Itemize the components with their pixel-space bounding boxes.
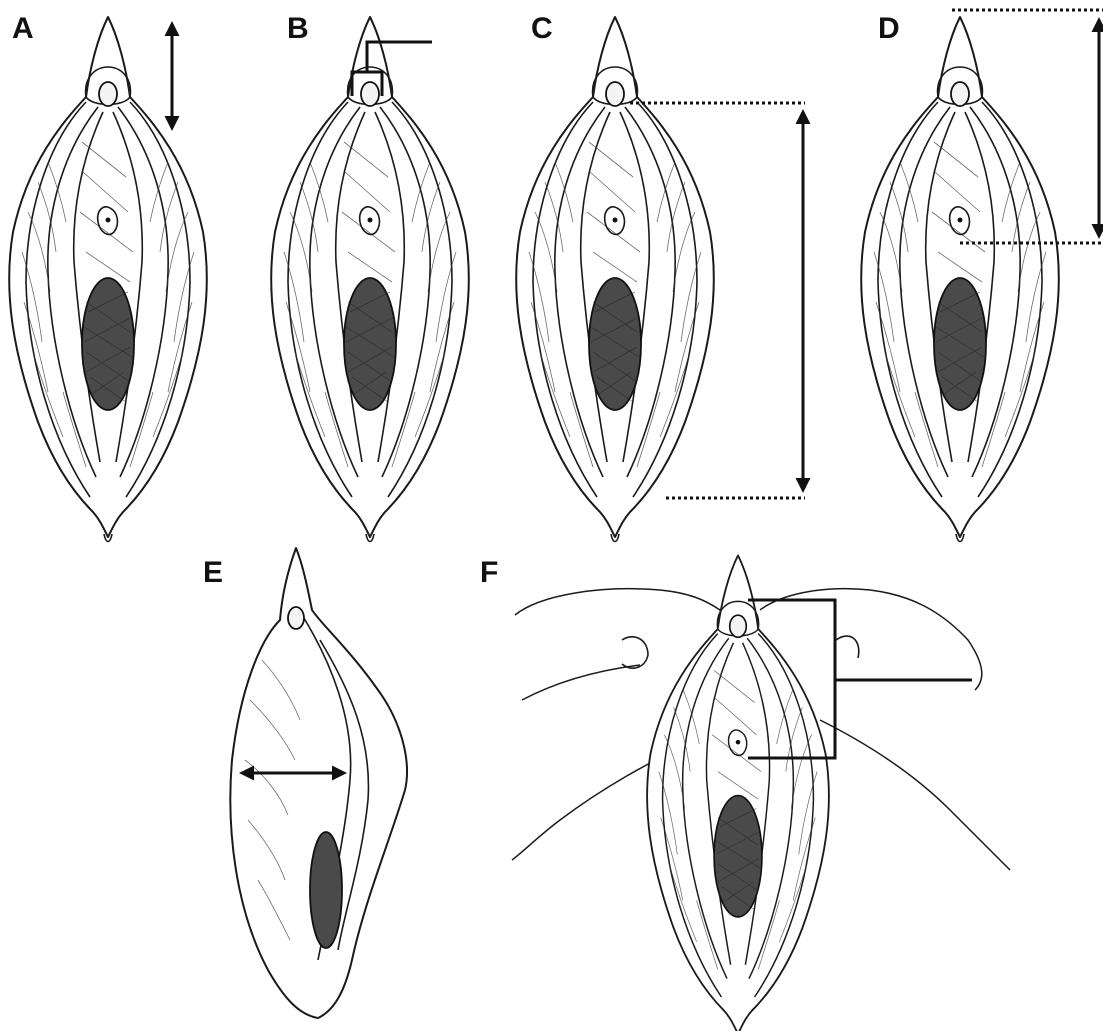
panel-label-a: A (12, 12, 34, 45)
panel-label-d: D (878, 12, 900, 45)
lateral-labium-illustration (230, 548, 407, 1018)
panel-d (861, 10, 1103, 542)
vulva-illustration-c (516, 17, 714, 542)
panel-c (516, 17, 805, 542)
panel-label-b: B (287, 12, 309, 45)
panel-e (230, 548, 407, 1018)
panel-a (9, 17, 207, 542)
panel-label-c: C (531, 12, 553, 45)
panel-label-e: E (203, 556, 223, 589)
panel-label-f: F (480, 556, 498, 589)
vulva-illustration-b (271, 17, 469, 542)
vulva-illustration-a (9, 17, 207, 542)
panel-f (512, 555, 1010, 1031)
panel-b (271, 17, 469, 542)
vulva-illustration-d (861, 17, 1059, 542)
